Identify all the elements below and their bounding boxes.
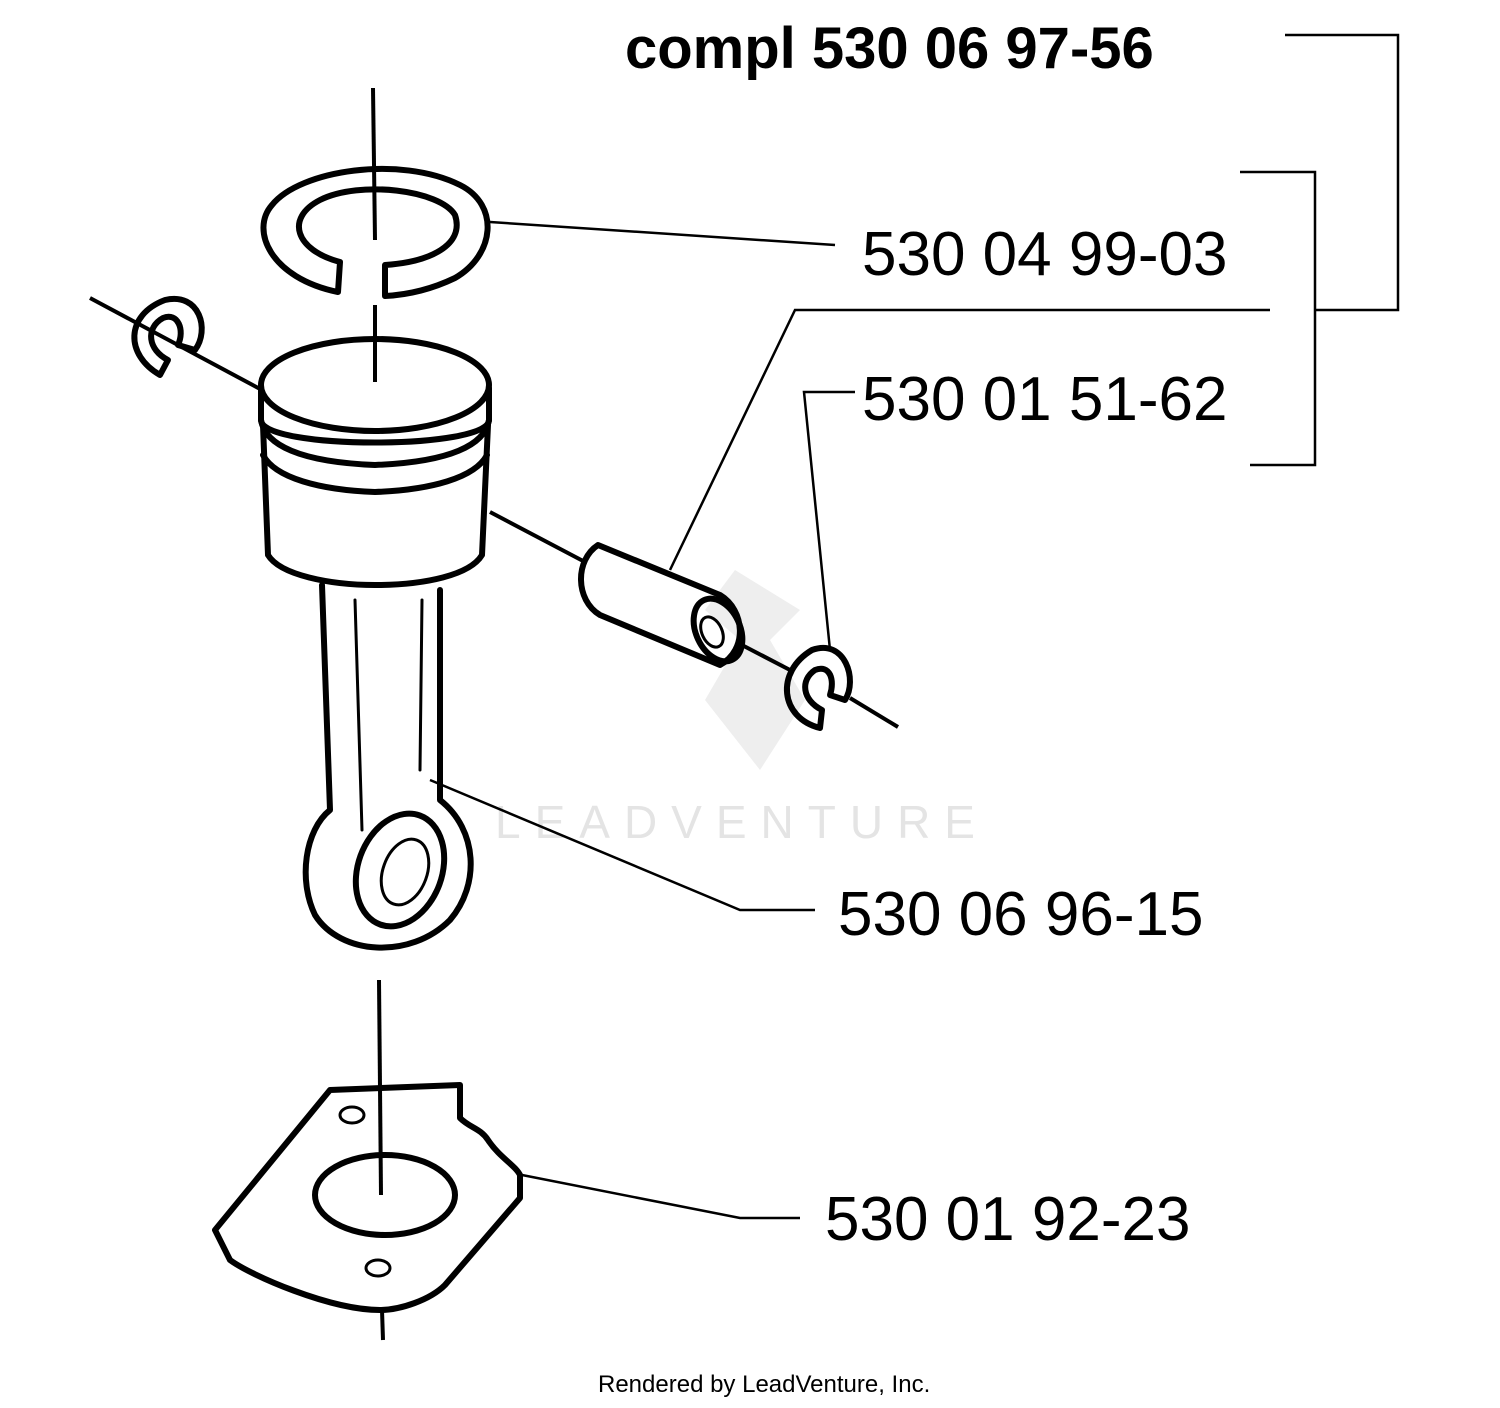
assembly-part-number: compl 530 06 97-56 <box>625 16 1154 81</box>
watermark: LEADVENTURE <box>495 570 989 848</box>
part-number-piston-pin: 530 01 51-62 <box>862 365 1227 434</box>
piston <box>258 336 492 588</box>
pin-axis-end <box>848 696 900 729</box>
circlip-left <box>131 295 205 378</box>
watermark-logo-icon <box>705 570 805 770</box>
part-number-piston-ring: 530 04 99-03 <box>862 220 1227 289</box>
pin-axis-right-2 <box>739 642 791 672</box>
bracket-inner <box>1240 170 1317 467</box>
bracket-outer <box>1285 33 1400 312</box>
part-number-gasket: 530 01 92-23 <box>825 1185 1190 1254</box>
leader-circlip <box>802 390 855 651</box>
leader-piston-pin <box>668 308 1270 571</box>
pin-axis-right <box>489 510 586 564</box>
piston-pin <box>578 542 746 668</box>
part-number-connecting-rod: 530 06 96-15 <box>838 880 1203 949</box>
leader-gasket <box>521 1173 800 1220</box>
watermark-text: LEADVENTURE <box>495 796 989 848</box>
vertical-axis-bottom-end <box>380 1309 385 1341</box>
circlip-right <box>784 645 853 731</box>
piston-ring <box>260 166 491 299</box>
leader-piston-ring <box>489 220 836 247</box>
connecting-rod <box>302 582 474 951</box>
leader-connecting-rod <box>429 778 815 912</box>
vertical-axis-top <box>371 87 377 241</box>
gasket <box>212 1082 523 1313</box>
footer-credit: Rendered by LeadVenture, Inc. <box>598 1371 930 1398</box>
